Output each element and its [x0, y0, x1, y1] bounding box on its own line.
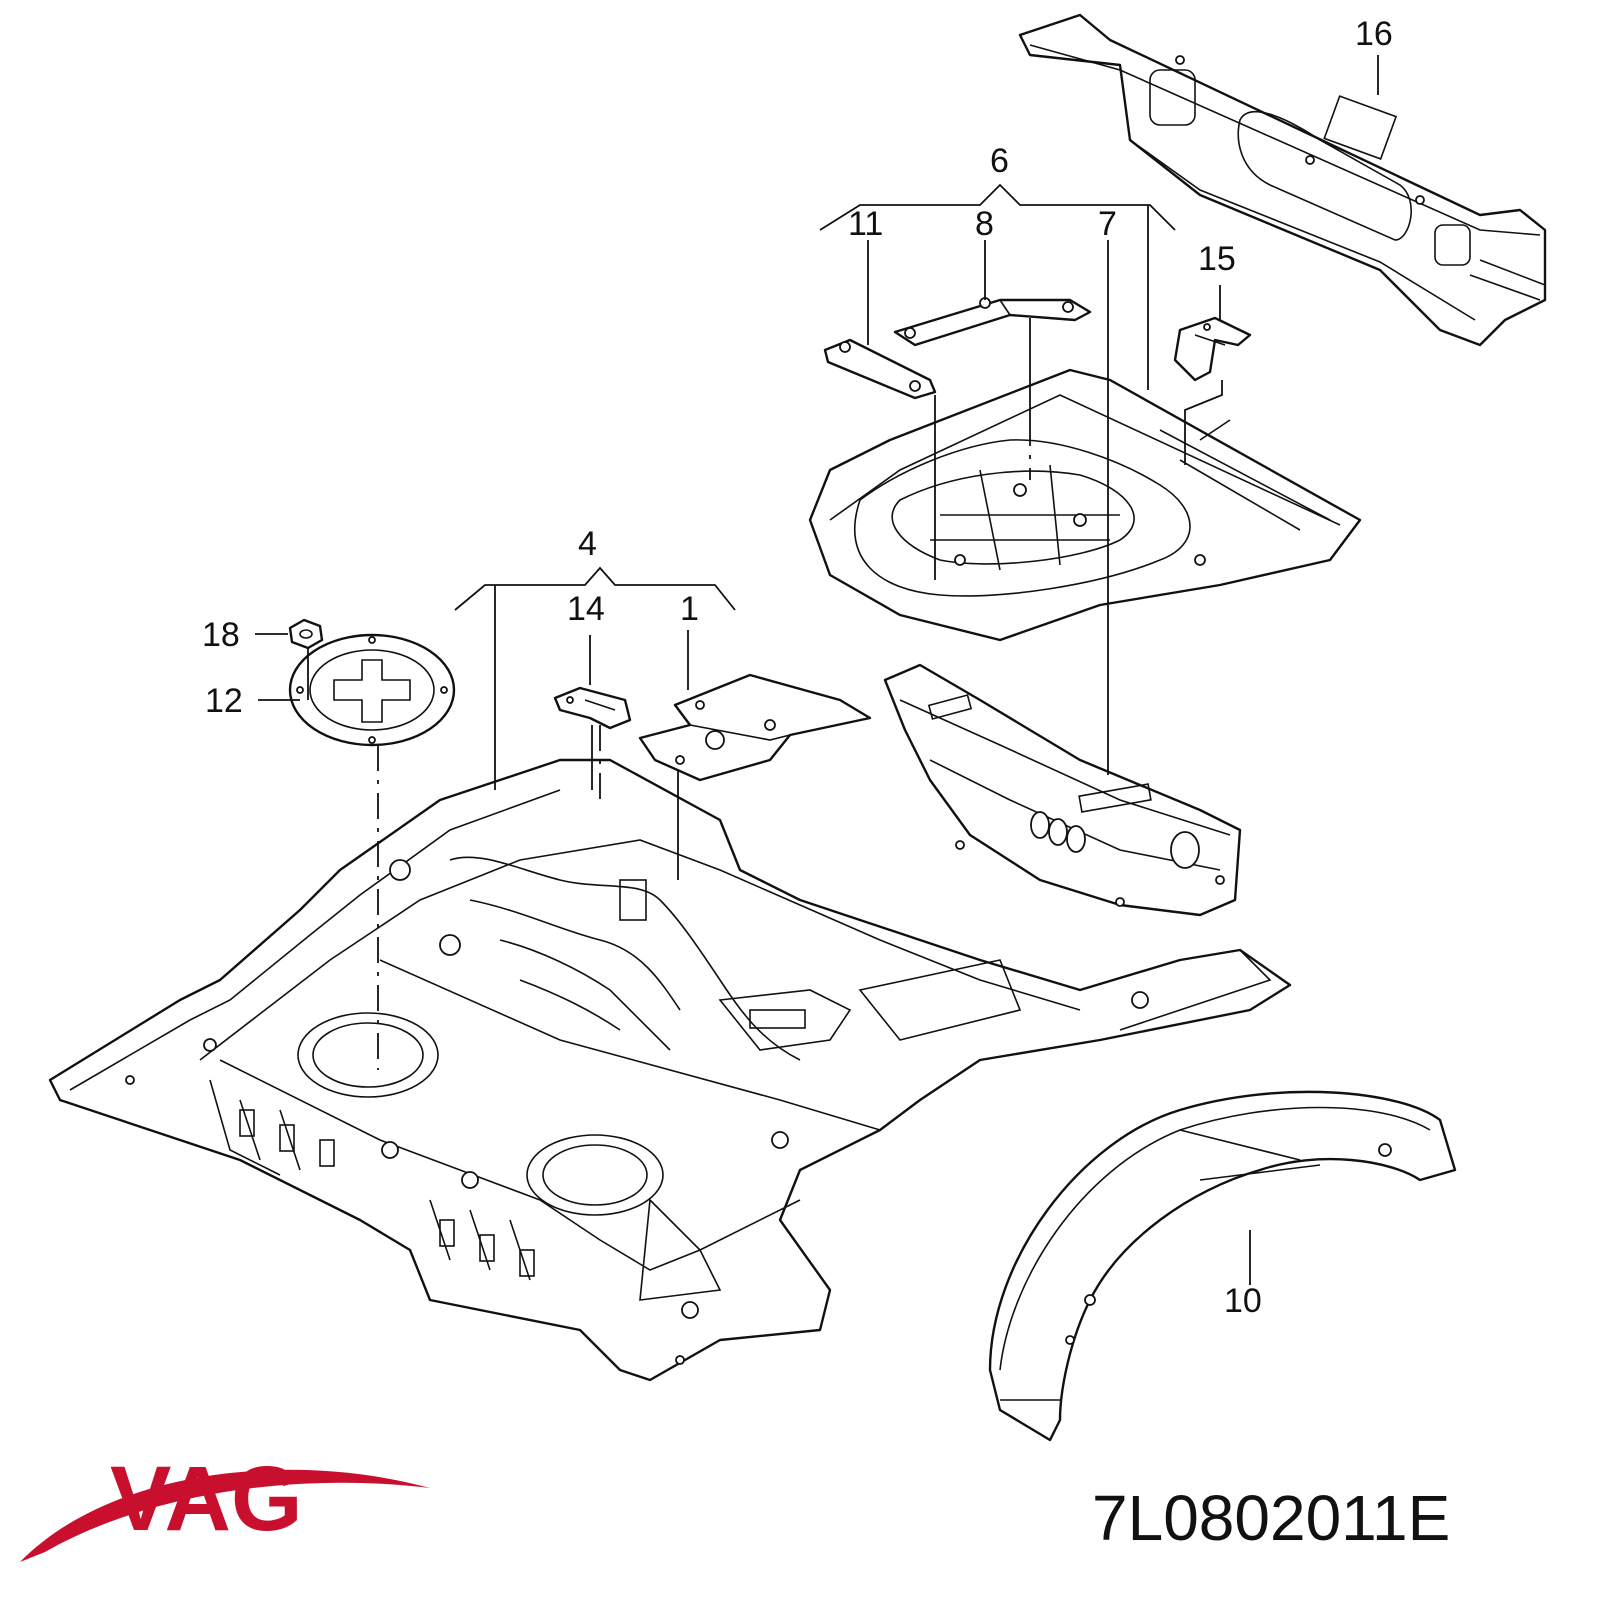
callout-18: 18 — [202, 616, 240, 654]
vag-logo: VAG — [20, 1448, 430, 1562]
callout-1: 1 — [680, 590, 699, 628]
alignment-lines — [377, 420, 1031, 1070]
wheel-housing-part-10 — [988, 1090, 1457, 1442]
leader-lines — [255, 55, 1379, 1285]
callout-8: 8 — [975, 205, 994, 243]
panel-part-1 — [638, 673, 872, 782]
logo-text: VAG — [110, 1448, 303, 1550]
rear-floor-part-6 — [808, 368, 1362, 642]
crossmember-part-7 — [883, 663, 1242, 917]
callout-4: 4 — [578, 525, 597, 563]
callout-15: 15 — [1198, 240, 1236, 278]
callout-16: 16 — [1355, 15, 1393, 53]
part-number: 7L0802011E — [1092, 1482, 1450, 1554]
callout-10: 10 — [1224, 1282, 1262, 1320]
nut-part-18 — [288, 618, 324, 650]
bracket-part-14 — [553, 686, 632, 730]
callout-12: 12 — [205, 682, 243, 720]
bracket-part-15 — [1173, 316, 1252, 382]
callout-7: 7 — [1098, 205, 1117, 243]
cover-part-12 — [288, 633, 456, 747]
callout-labels: 16 6 11 8 7 15 4 14 1 18 12 10 — [202, 15, 1393, 1320]
floor-pan-part-4 — [48, 758, 1292, 1382]
callout-14: 14 — [567, 590, 605, 628]
bracket-part-11 — [823, 338, 937, 400]
logo-swoosh — [20, 1469, 430, 1562]
rear-panel-part-16 — [1018, 13, 1547, 347]
callout-11: 11 — [848, 205, 883, 243]
bracket-part-8 — [893, 297, 1092, 347]
callout-6: 6 — [990, 142, 1009, 180]
